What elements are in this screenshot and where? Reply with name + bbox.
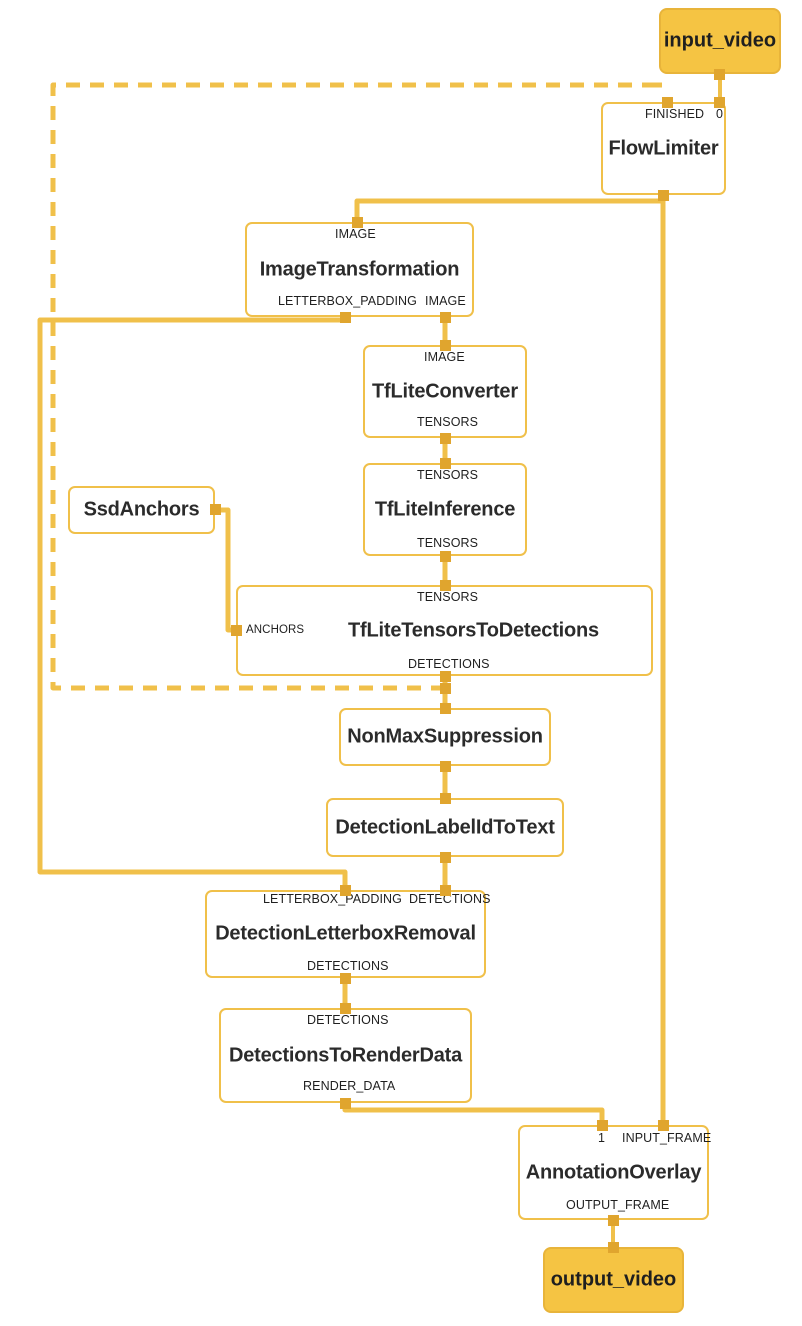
pin-flowlimiter-finished: FINISHED [645,107,705,121]
pin-tfliteinference-tensors-in: TENSORS [417,468,479,482]
pin-annotationoverlay-input-frame: INPUT_FRAME [622,1131,712,1145]
node-detectionletterboxremoval-label: DetectionLetterboxRemoval [215,922,476,945]
node-tfliteconverter[interactable]: TfLiteConverter [363,345,527,438]
port-tensorstodetections-detections-feedback[interactable] [440,683,451,694]
port-detectionlabelidtotext-out[interactable] [440,852,451,863]
node-ssdanchors[interactable]: SsdAnchors [68,486,215,534]
pin-tfliteconverter-tensors-out: TENSORS [417,415,479,429]
node-annotationoverlay-label: AnnotationOverlay [525,1161,702,1183]
node-nonmaxsuppression[interactable]: NonMaxSuppression [339,708,551,766]
pin-detectionletterboxremoval-detections-in: DETECTIONS [409,892,491,906]
pin-imagetransformation-image-out: IMAGE [425,294,466,308]
pin-tfliteinference-tensors-out: TENSORS [417,536,479,550]
stream-output-video-label: output_video [550,1268,677,1291]
edge-renderdata-to-annotationoverlay [342,1103,605,1125]
node-flowlimiter-label: FlowLimiter [608,137,719,159]
pin-detectionletterboxremoval-letterbox-padding: LETTERBOX_PADDING [263,892,402,906]
port-tensorstodetections-detections-out[interactable] [440,671,451,682]
node-imagetransformation[interactable]: ImageTransformation [245,222,474,317]
pin-imagetransformation-image-in: IMAGE [335,227,376,241]
node-imagetransformation-label: ImageTransformation [259,258,460,280]
port-imagetransformation-image-out[interactable] [440,312,451,323]
edge-flowlimiter-to-imagetransformation [354,198,663,222]
pin-imagetransformation-letterbox-padding: LETTERBOX_PADDING [278,294,417,308]
pin-tensorstodetections-anchors: ANCHORS [246,624,305,636]
pin-tensorstodetections-detections-out: DETECTIONS [408,657,490,671]
node-nonmaxsuppression-label: NonMaxSuppression [347,725,543,748]
port-annotationoverlay-output-frame[interactable] [608,1215,619,1226]
stream-output-video[interactable]: output_video [543,1247,684,1313]
pin-annotationoverlay-output-frame: OUTPUT_FRAME [566,1198,670,1212]
node-annotationoverlay[interactable]: AnnotationOverlay [518,1125,709,1220]
node-ssdanchors-label: SsdAnchors [83,498,200,521]
port-flowlimiter-0[interactable] [714,97,725,108]
port-tfliteinference-tensors-in[interactable] [440,458,451,469]
port-output-video-in[interactable] [608,1242,619,1253]
edge-letterboxpadding-to-detectionletterboxremoval [37,317,348,890]
port-detectionstorenderdata-detections-in[interactable] [340,1003,351,1014]
node-detectionlabelidtotext[interactable]: DetectionLabelIdToText [326,798,564,857]
port-input-video-out[interactable] [714,69,725,80]
pin-flowlimiter-0: 0 [716,107,724,121]
port-detectionstorenderdata-render-data[interactable] [340,1098,351,1109]
port-tensorstodetections-anchors[interactable] [231,625,242,636]
port-ssdanchors-out[interactable] [210,504,221,515]
pin-detectionletterboxremoval-detections-out: DETECTIONS [307,959,389,973]
node-tfliteinference[interactable]: TfLiteInference [363,463,527,556]
edge-detections-feedback-dashed [50,82,655,691]
pin-annotationoverlay-1: 1 [598,1131,606,1145]
port-annotationoverlay-1[interactable] [597,1120,608,1131]
port-nonmaxsuppression-out[interactable] [440,761,451,772]
node-detectionlabelidtotext-label: DetectionLabelIdToText [335,816,555,838]
port-tfliteconverter-tensors-out[interactable] [440,433,451,444]
node-tflitetensorstodetections-label: TfLiteTensorsToDetections [348,619,599,641]
node-tfliteconverter-label: TfLiteConverter [372,380,518,402]
stream-input-video[interactable]: input_video [659,8,781,74]
port-detectionletterboxremoval-letterbox-padding[interactable] [340,885,351,896]
port-nonmaxsuppression-in[interactable] [440,703,451,714]
node-flowlimiter[interactable]: FlowLimiter [601,102,726,195]
port-tfliteinference-tensors-out[interactable] [440,551,451,562]
node-tfliteinference-label: TfLiteInference [374,498,516,520]
stream-input-video-label: input_video [663,29,777,52]
node-detectionstorenderdata[interactable]: DetectionsToRenderData [219,1008,472,1103]
port-flowlimiter-finished[interactable] [662,97,673,108]
port-detectionletterboxremoval-detections-in[interactable] [440,885,451,896]
node-tflitetensorstodetections[interactable]: TfLiteTensorsToDetections [236,585,653,676]
port-detectionlabelidtotext-in[interactable] [440,793,451,804]
port-imagetransformation-letterbox-padding[interactable] [340,312,351,323]
pin-tensorstodetections-tensors-in: TENSORS [417,590,479,604]
pin-detectionstorenderdata-render-data: RENDER_DATA [303,1079,396,1093]
port-tfliteconverter-image-in[interactable] [440,340,451,351]
port-detectionletterboxremoval-detections-out[interactable] [340,973,351,984]
port-flowlimiter-out[interactable] [658,190,669,201]
port-imagetransformation-image-in[interactable] [352,217,363,228]
pin-detectionstorenderdata-detections-in: DETECTIONS [307,1013,389,1027]
pin-tfliteconverter-image-in: IMAGE [424,350,465,364]
port-annotationoverlay-input-frame[interactable] [658,1120,669,1131]
node-detectionstorenderdata-label: DetectionsToRenderData [228,1044,463,1066]
port-tensorstodetections-tensors-in[interactable] [440,580,451,591]
